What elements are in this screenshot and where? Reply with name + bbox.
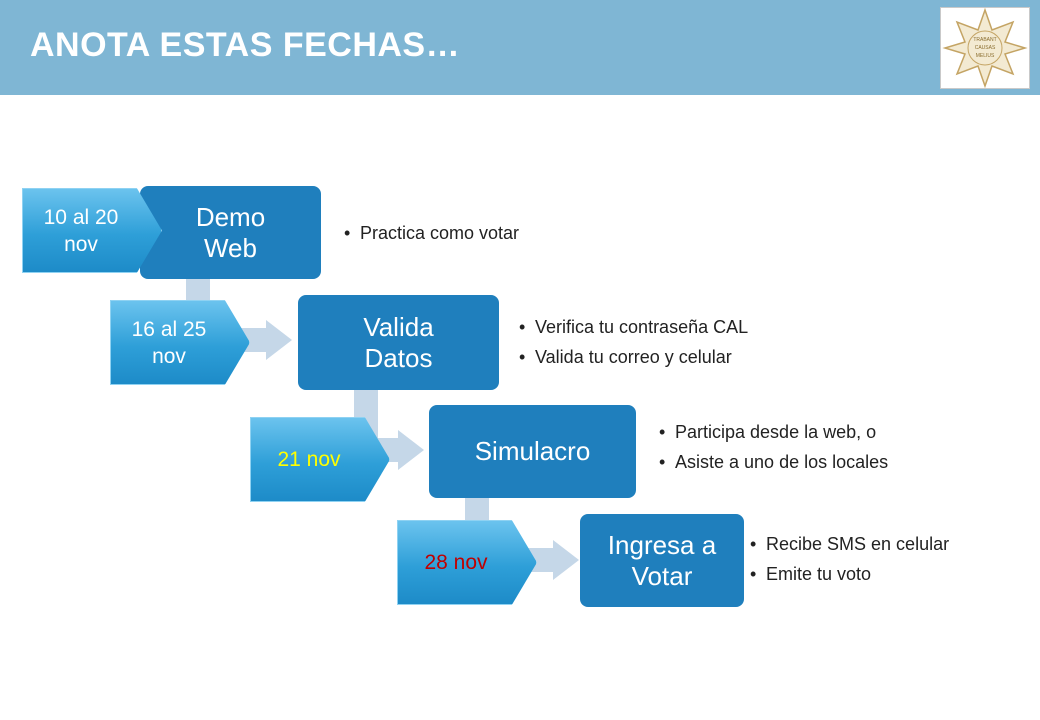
star-seal-icon: TRABANT CAUSAS MELIUS [942,8,1028,88]
date-arrow-2: 16 al 25 nov [110,300,250,385]
stage-demo-web: Demo Web [140,186,321,279]
bullet-item: Valida tu correo y celular [519,342,748,372]
header-bar: ANOTA ESTAS FECHAS… TRABANT CAUSAS MELIU… [0,0,1040,95]
logo-text-1: TRABANT [973,37,996,43]
bullet-list-3: Participa desde la web, o Asiste a uno d… [659,417,888,477]
bullet-list-4: Recibe SMS en celular Emite tu voto [750,529,949,589]
bullet-item: Practica como votar [344,218,519,248]
slide-title: ANOTA ESTAS FECHAS… [30,26,461,64]
date-arrow-4: 28 nov [397,520,537,605]
date-arrow-3: 21 nov [250,417,390,502]
logo-text-2: CAUSAS [975,45,996,51]
stage-label: Demo Web [195,201,266,263]
bullet-list-1: Practica como votar [344,218,519,248]
stage-simulacro: Simulacro [429,405,636,498]
bullet-item: Participa desde la web, o [659,417,888,447]
date-label: 10 al 20 nov [43,205,119,256]
logo-text-3: MELIUS [976,53,995,59]
logo: TRABANT CAUSAS MELIUS [940,7,1030,89]
stage-label: Ingresa a Votar [607,529,717,591]
bullet-list-2: Verifica tu contraseña CAL Valida tu cor… [519,312,748,372]
bullet-item: Recibe SMS en celular [750,529,949,559]
stage-valida-datos: Valida Datos [298,295,499,390]
bullet-item: Verifica tu contraseña CAL [519,312,748,342]
date-label: 21 nov [277,448,341,471]
stage-ingresa-votar: Ingresa a Votar [580,514,744,607]
stage-label: Simulacro [474,436,591,466]
date-label: 16 al 25 nov [131,317,207,368]
bullet-item: Asiste a uno de los locales [659,447,888,477]
date-label: 28 nov [424,551,488,574]
date-arrow-1: 10 al 20 nov [22,188,162,273]
stage-label: Valida Datos [363,311,434,373]
bullet-item: Emite tu voto [750,559,949,589]
